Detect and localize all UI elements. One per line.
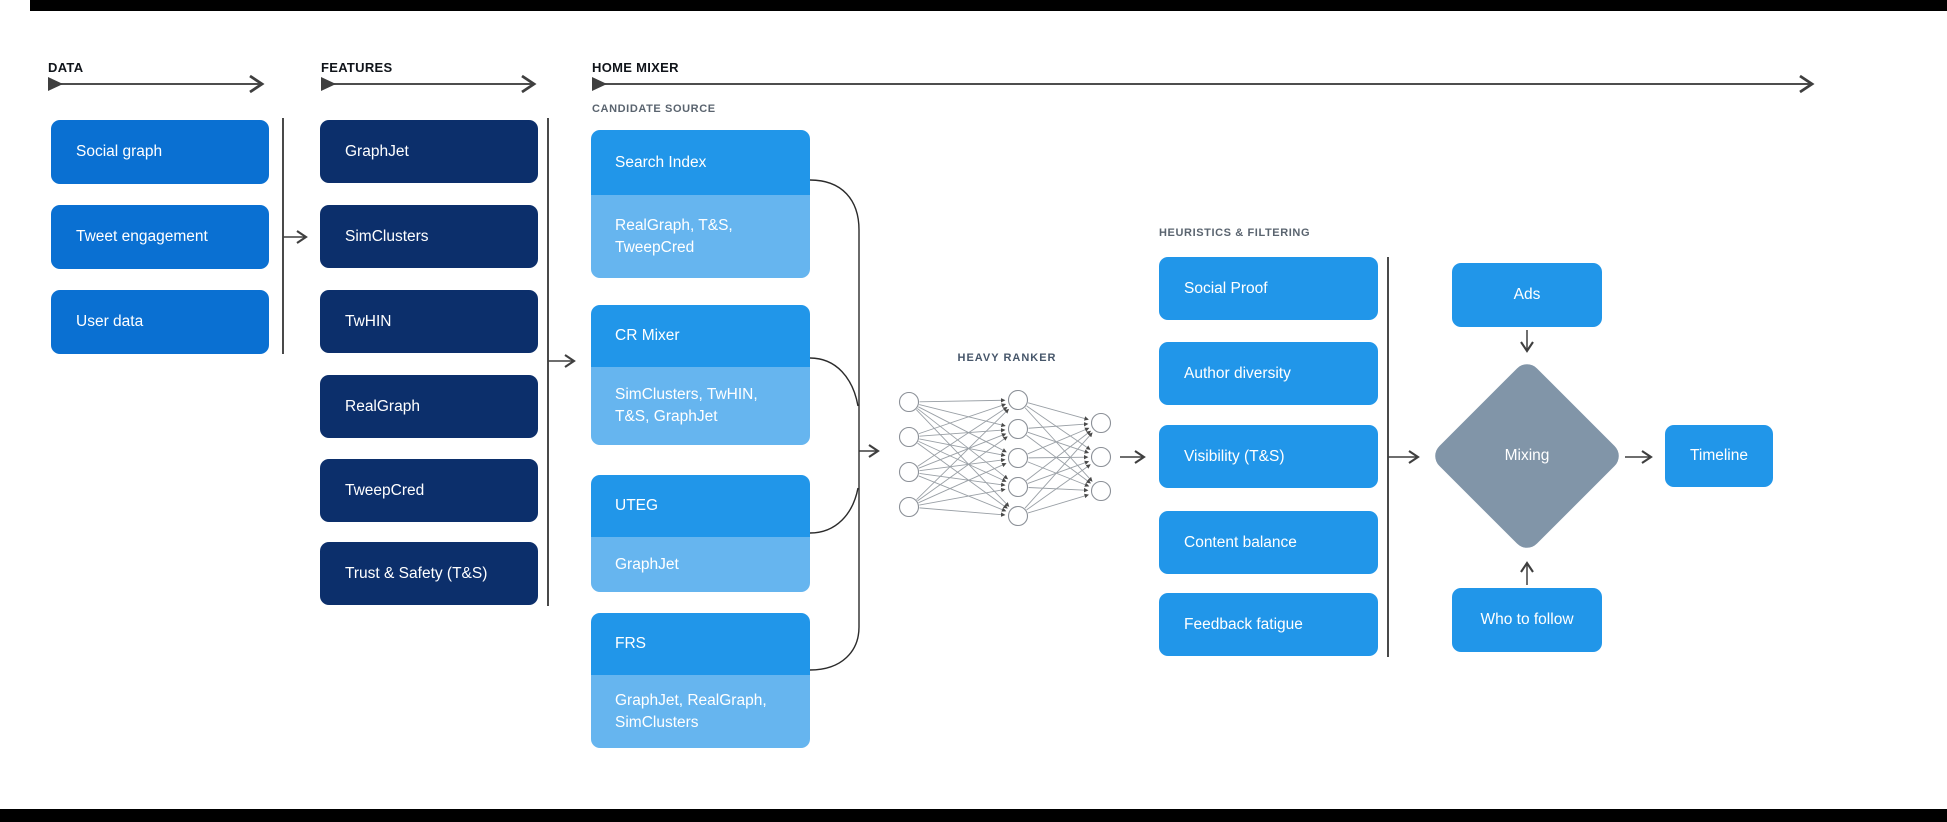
feature-box-tweepcred: TweepCred bbox=[320, 459, 538, 522]
candidate-sub-box-search-index: RealGraph, T&S, TweepCred bbox=[591, 195, 810, 278]
heavy-ranker-header: HEAVY RANKER bbox=[957, 352, 1057, 364]
section-header-home-mixer: HOME MIXER bbox=[592, 60, 679, 75]
feature-box-realgraph: RealGraph bbox=[320, 375, 538, 438]
candidate-box-cr-mixer: CR Mixer bbox=[591, 305, 810, 367]
feature-box-graphjet: GraphJet bbox=[320, 120, 538, 183]
bottom-bar bbox=[0, 809, 1947, 822]
heuristic-box-social-proof: Social Proof bbox=[1159, 257, 1378, 320]
candidate-sub-box-frs: GraphJet, RealGraph, SimClusters bbox=[591, 675, 810, 748]
heuristics-header: HEURISTICS & FILTERING bbox=[1159, 227, 1311, 239]
candidate-box-frs: FRS bbox=[591, 613, 810, 675]
feature-box-twhin: TwHIN bbox=[320, 290, 538, 353]
heuristic-box-content-balance: Content balance bbox=[1159, 511, 1378, 574]
data-box-social-graph: Social graph bbox=[51, 120, 269, 184]
heavy-ranker-network bbox=[898, 389, 1112, 527]
mixing-diamond-label: Mixing bbox=[1504, 447, 1550, 464]
candidate-sub-box-cr-mixer: SimClusters, TwHIN, T&S, GraphJet bbox=[591, 367, 810, 445]
ads-box: Ads bbox=[1452, 263, 1602, 327]
candidate-sub-box-uteg: GraphJet bbox=[591, 537, 810, 592]
section-header-data: DATA bbox=[48, 60, 84, 75]
top-bar bbox=[30, 0, 1947, 11]
feature-box-simclusters: SimClusters bbox=[320, 205, 538, 268]
heuristic-box-author-diversity: Author diversity bbox=[1159, 342, 1378, 405]
candidate-bus bbox=[809, 179, 860, 671]
timeline-box: Timeline bbox=[1665, 425, 1773, 487]
feature-box-trust-safety: Trust & Safety (T&S) bbox=[320, 542, 538, 605]
who-to-follow-box: Who to follow bbox=[1452, 588, 1602, 652]
heuristic-box-visibility: Visibility (T&S) bbox=[1159, 425, 1378, 488]
heuristic-box-feedback-fatigue: Feedback fatigue bbox=[1159, 593, 1378, 656]
candidate-box-uteg: UTEG bbox=[591, 475, 810, 537]
data-box-user-data: User data bbox=[51, 290, 269, 354]
candidate-box-search-index: Search Index bbox=[591, 130, 810, 195]
candidate-source-header: CANDIDATE SOURCE bbox=[592, 103, 716, 115]
section-header-features: FEATURES bbox=[321, 60, 393, 75]
data-box-tweet-engagement: Tweet engagement bbox=[51, 205, 269, 269]
